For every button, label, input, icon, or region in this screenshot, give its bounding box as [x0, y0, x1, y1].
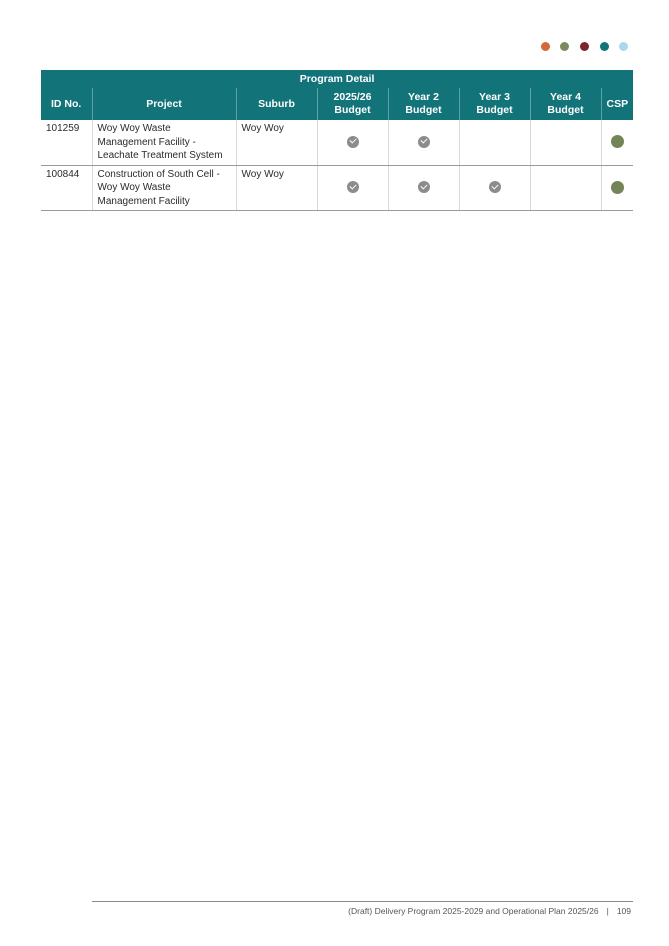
page-number: 109 [616, 906, 631, 916]
check-circle-icon [488, 181, 501, 194]
col-csp: CSP [600, 88, 634, 120]
cell-csp [600, 120, 634, 166]
teal-dot [600, 42, 609, 51]
light-blue-dot [619, 42, 628, 51]
cell-year2 [387, 165, 459, 211]
cell-id: 100844 [41, 165, 92, 211]
cell-year4 [529, 165, 601, 211]
col-year2: Year 2 Budget [387, 88, 459, 120]
col-suburb: Suburb [235, 88, 317, 120]
check-circle-icon [417, 135, 430, 148]
maroon-dot [580, 42, 589, 51]
page-footer: (Draft) Delivery Program 2025-2029 and O… [348, 906, 631, 916]
col-year4: Year 4 Budget [529, 88, 601, 120]
orange-dot [541, 42, 550, 51]
col-id: ID No. [41, 88, 92, 120]
cell-budget-current [316, 120, 388, 166]
csp-indicator-icon [610, 180, 624, 194]
cell-project: Woy Woy Waste Management Facility - Leac… [91, 120, 236, 166]
cell-year3 [458, 120, 530, 166]
check-circle-icon [346, 135, 359, 148]
cell-suburb: Woy Woy [235, 165, 317, 211]
cell-year3 [458, 165, 530, 211]
cell-budget-current [316, 165, 388, 211]
cell-year2 [387, 120, 459, 166]
footer-title: (Draft) Delivery Program 2025-2029 and O… [348, 906, 599, 916]
check-circle-icon [346, 181, 359, 194]
cell-project: Construction of South Cell - Woy Woy Was… [91, 165, 236, 211]
col-year3: Year 3 Budget [458, 88, 530, 120]
olive-dot [560, 42, 569, 51]
table-group-title: Program Detail [41, 70, 634, 88]
check-circle-icon [417, 181, 430, 194]
cell-year4 [529, 120, 601, 166]
footer-separator: | [606, 906, 609, 916]
col-budget-current: 2025/26 Budget [316, 88, 388, 120]
csp-indicator-icon [610, 135, 624, 149]
program-detail-table: Program Detail ID No. Project Suburb 202… [41, 70, 634, 211]
footer-rule [92, 901, 633, 902]
cell-csp [600, 165, 634, 211]
col-project: Project [91, 88, 236, 120]
cell-suburb: Woy Woy [235, 120, 317, 166]
cell-id: 101259 [41, 120, 92, 166]
